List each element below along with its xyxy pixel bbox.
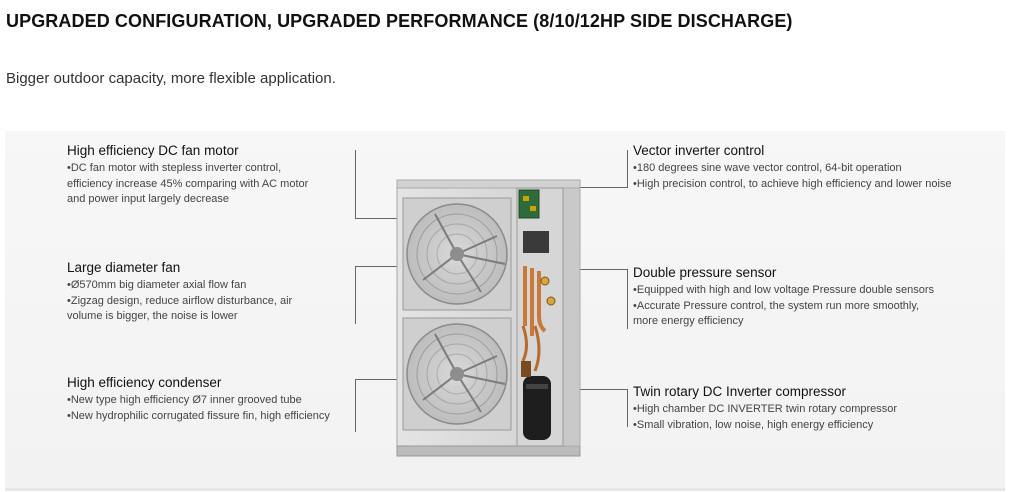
feature-line: •High chamber DC INVERTER twin rotary co… (633, 403, 898, 415)
feature-heading: Large diameter fan (67, 260, 181, 275)
feature-heading: High efficiency DC fan motor (67, 143, 239, 158)
leader-line (355, 266, 356, 324)
feature-line: more energy efficiency (633, 315, 744, 327)
leader-line (355, 218, 407, 219)
leader-line (627, 269, 628, 329)
leader-line (355, 379, 356, 432)
feature-line: •New hydrophilic corrugated fissure fin,… (67, 409, 330, 422)
feature-heading: Vector inverter control (633, 143, 765, 158)
feature-heading: Double pressure sensor (633, 265, 777, 280)
feature-compressor: Twin rotary DC Inverter compressor •High… (633, 384, 897, 433)
feature-heading: High efficiency condenser (67, 375, 222, 390)
page-title: UPGRADED CONFIGURATION, UPGRADED PERFORM… (6, 11, 793, 31)
feature-line: •High precision control, to achieve high… (633, 177, 952, 190)
leader-line (550, 269, 628, 270)
feature-condenser: High efficiency condenser •New type high… (67, 375, 330, 424)
feature-line: •DC fan motor with stepless inverter con… (67, 162, 282, 174)
feature-vector-inverter: Vector inverter control •180 degrees sin… (633, 143, 952, 192)
leader-line (355, 379, 415, 380)
fan-lower (402, 317, 512, 431)
fan-upper (402, 197, 512, 311)
feature-dc-fan-motor: High efficiency DC fan motor •DC fan mot… (67, 143, 308, 208)
leader-line (355, 266, 407, 267)
feature-line: •Accurate Pressure control, the system r… (633, 299, 920, 312)
page-subtitle: Bigger outdoor capacity, more flexible a… (6, 70, 336, 87)
leader-line (627, 150, 628, 188)
feature-heading: Twin rotary DC Inverter compressor (633, 384, 847, 399)
feature-line: efficiency increase 45% comparing with A… (67, 177, 309, 190)
outdoor-unit-image (396, 179, 581, 457)
feature-panel: High efficiency DC fan motor •DC fan mot… (5, 131, 1005, 491)
feature-line: •180 degrees sine wave vector control, 6… (633, 162, 902, 174)
internal-section (516, 187, 564, 447)
feature-line: and power input largely decrease (67, 193, 230, 205)
leader-line (545, 389, 628, 390)
feature-line: •New type high efficiency Ø7 inner groov… (67, 394, 302, 406)
leader-line (355, 150, 356, 219)
feature-line: volume is bigger, the noise is lower (67, 310, 238, 322)
feature-line: •Zigzag design, reduce airflow disturban… (67, 294, 293, 307)
feature-line: •Equipped with high and low voltage Pres… (633, 284, 935, 296)
feature-large-fan: Large diameter fan •Ø570mm big diameter … (67, 260, 292, 325)
leader-line (627, 389, 628, 427)
feature-line: •Ø570mm big diameter axial flow fan (67, 279, 247, 291)
feature-pressure-sensor: Double pressure sensor •Equipped with hi… (633, 265, 934, 330)
feature-line: •Small vibration, low noise, high energy… (633, 418, 874, 431)
leader-line (545, 187, 628, 188)
